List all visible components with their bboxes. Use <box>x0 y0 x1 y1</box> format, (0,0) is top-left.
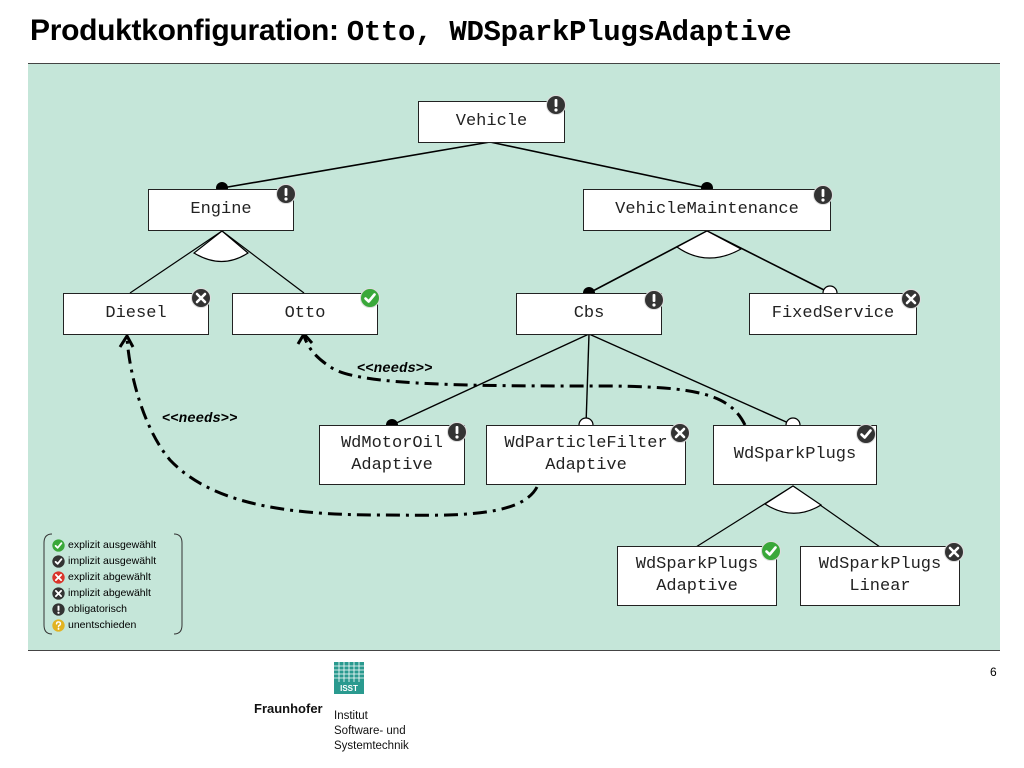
needs-arrowhead-diesel <box>118 333 135 348</box>
feature-vehicle[interactable]: Vehicle <box>418 101 565 143</box>
feature-wd-spark-plugs-linear-label-2: Linear <box>849 577 911 596</box>
implicit-deselected-icon <box>52 586 65 600</box>
legend: explizit ausgewählt implizit ausgewählt … <box>42 533 184 635</box>
implicit-selected-icon <box>856 424 876 444</box>
mandatory-icon <box>546 95 566 115</box>
feature-wd-spark-plugs-label: WdSparkPlugs <box>733 445 857 464</box>
mandatory-icon <box>813 185 833 205</box>
feature-wd-particle-filter-label-1: WdParticleFilter <box>504 434 668 453</box>
feature-vehicle-label: Vehicle <box>455 112 528 131</box>
edge-cbs-particle <box>585 333 590 426</box>
alternative-arc-maintenance <box>675 230 743 259</box>
legend-label: obligatorisch <box>68 603 127 615</box>
needs-label-diesel: <<needs>> <box>162 411 238 427</box>
edge-cbs-motoroil <box>391 333 590 426</box>
mandatory-icon <box>276 184 296 204</box>
title-main: Produktkonfiguration: <box>30 14 339 47</box>
legend-label: implizit abgewählt <box>68 587 151 599</box>
edge-cbs-sparkplugs <box>588 333 794 426</box>
feature-diesel[interactable]: Diesel <box>63 293 209 335</box>
legend-brackets <box>43 533 183 635</box>
feature-wd-spark-plugs-adaptive-label-1: WdSparkPlugs <box>635 555 759 574</box>
needs-particle-diesel <box>125 337 539 517</box>
isst-logo-text: ISST <box>340 684 358 693</box>
mandatory-icon <box>52 602 65 616</box>
feature-wd-motor-oil-adaptive[interactable]: WdMotorOil Adaptive <box>319 425 465 485</box>
feature-wd-particle-filter-adaptive[interactable]: WdParticleFilter Adaptive <box>486 425 686 485</box>
legend-label: explizit ausgewählt <box>68 539 157 551</box>
legend-label: explizit abgewählt <box>68 571 151 583</box>
alternative-arc-sparkplugs <box>763 485 823 514</box>
slide-title: Produktkonfiguration: Otto, WDSparkPlugs… <box>30 14 792 49</box>
legend-item-implicit-deselected: implizit abgewählt <box>52 585 151 601</box>
isst-logo-icon: ISST <box>334 662 364 694</box>
legend-label: implizit ausgewählt <box>68 555 157 567</box>
explicit-selected-icon <box>761 541 781 561</box>
implicit-deselected-icon <box>670 423 690 443</box>
feature-engine[interactable]: Engine <box>148 189 294 231</box>
feature-diesel-label: Diesel <box>105 304 167 323</box>
needs-label-otto: <<needs>> <box>357 361 433 377</box>
needs-sparkplugs-otto <box>302 335 747 426</box>
mandatory-icon <box>447 422 467 442</box>
feature-wd-spark-plugs[interactable]: WdSparkPlugs <box>713 425 877 485</box>
legend-item-explicit-selected: explizit ausgewählt <box>52 537 156 553</box>
edge-vehicle-engine <box>221 141 491 189</box>
feature-wd-spark-plugs-linear[interactable]: WdSparkPlugs Linear <box>800 546 960 606</box>
feature-vehicle-maintenance-label: VehicleMaintenance <box>615 200 799 219</box>
institute-line-2: Software- und <box>334 725 406 737</box>
feature-wd-spark-plugs-adaptive-label-2: Adaptive <box>656 577 738 596</box>
mandatory-icon <box>644 290 664 310</box>
legend-item-undecided: unentschieden <box>52 617 136 633</box>
institute-line-3: Systemtechnik <box>334 740 409 752</box>
feature-wd-spark-plugs-linear-label-1: WdSparkPlugs <box>818 555 942 574</box>
implicit-deselected-icon <box>191 288 211 308</box>
legend-label: unentschieden <box>68 619 137 631</box>
fraunhofer-wordmark: Fraunhofer <box>254 701 323 716</box>
alternative-arc-engine <box>192 230 250 263</box>
feature-wd-particle-filter-label-2: Adaptive <box>545 456 627 475</box>
institute-line-1: Institut <box>334 710 368 722</box>
feature-otto-label: Otto <box>284 304 326 323</box>
feature-wd-motor-oil-label-2: Adaptive <box>351 456 433 475</box>
feature-cbs[interactable]: Cbs <box>516 293 662 335</box>
page-number: 6 <box>990 665 997 679</box>
institute-name: Institut Software- und Systemtechnik <box>334 709 409 754</box>
title-code: Otto, WDSparkPlugsAdaptive <box>346 16 792 49</box>
edge-vehicle-maintenance <box>489 141 708 189</box>
edge-engine-otto <box>221 230 305 294</box>
edge-engine-diesel <box>129 230 223 294</box>
feature-fixed-service-label: FixedService <box>771 304 895 323</box>
question-icon <box>52 618 65 632</box>
feature-wd-spark-plugs-adaptive[interactable]: WdSparkPlugs Adaptive <box>617 546 777 606</box>
feature-engine-label: Engine <box>190 200 252 219</box>
implicit-deselected-icon <box>944 542 964 562</box>
legend-item-mandatory: obligatorisch <box>52 601 127 617</box>
feature-cbs-label: Cbs <box>573 304 605 323</box>
feature-otto[interactable]: Otto <box>232 293 378 335</box>
explicit-selected-icon <box>52 538 65 552</box>
feature-fixed-service[interactable]: FixedService <box>749 293 917 335</box>
implicit-deselected-icon <box>901 289 921 309</box>
explicit-deselected-icon <box>52 570 65 584</box>
explicit-selected-icon <box>360 288 380 308</box>
implicit-selected-icon <box>52 554 65 568</box>
feature-wd-motor-oil-label-1: WdMotorOil <box>340 434 444 453</box>
legend-item-explicit-deselected: explizit abgewählt <box>52 569 151 585</box>
feature-vehicle-maintenance[interactable]: VehicleMaintenance <box>583 189 831 231</box>
legend-item-implicit-selected: implizit ausgewählt <box>52 553 156 569</box>
